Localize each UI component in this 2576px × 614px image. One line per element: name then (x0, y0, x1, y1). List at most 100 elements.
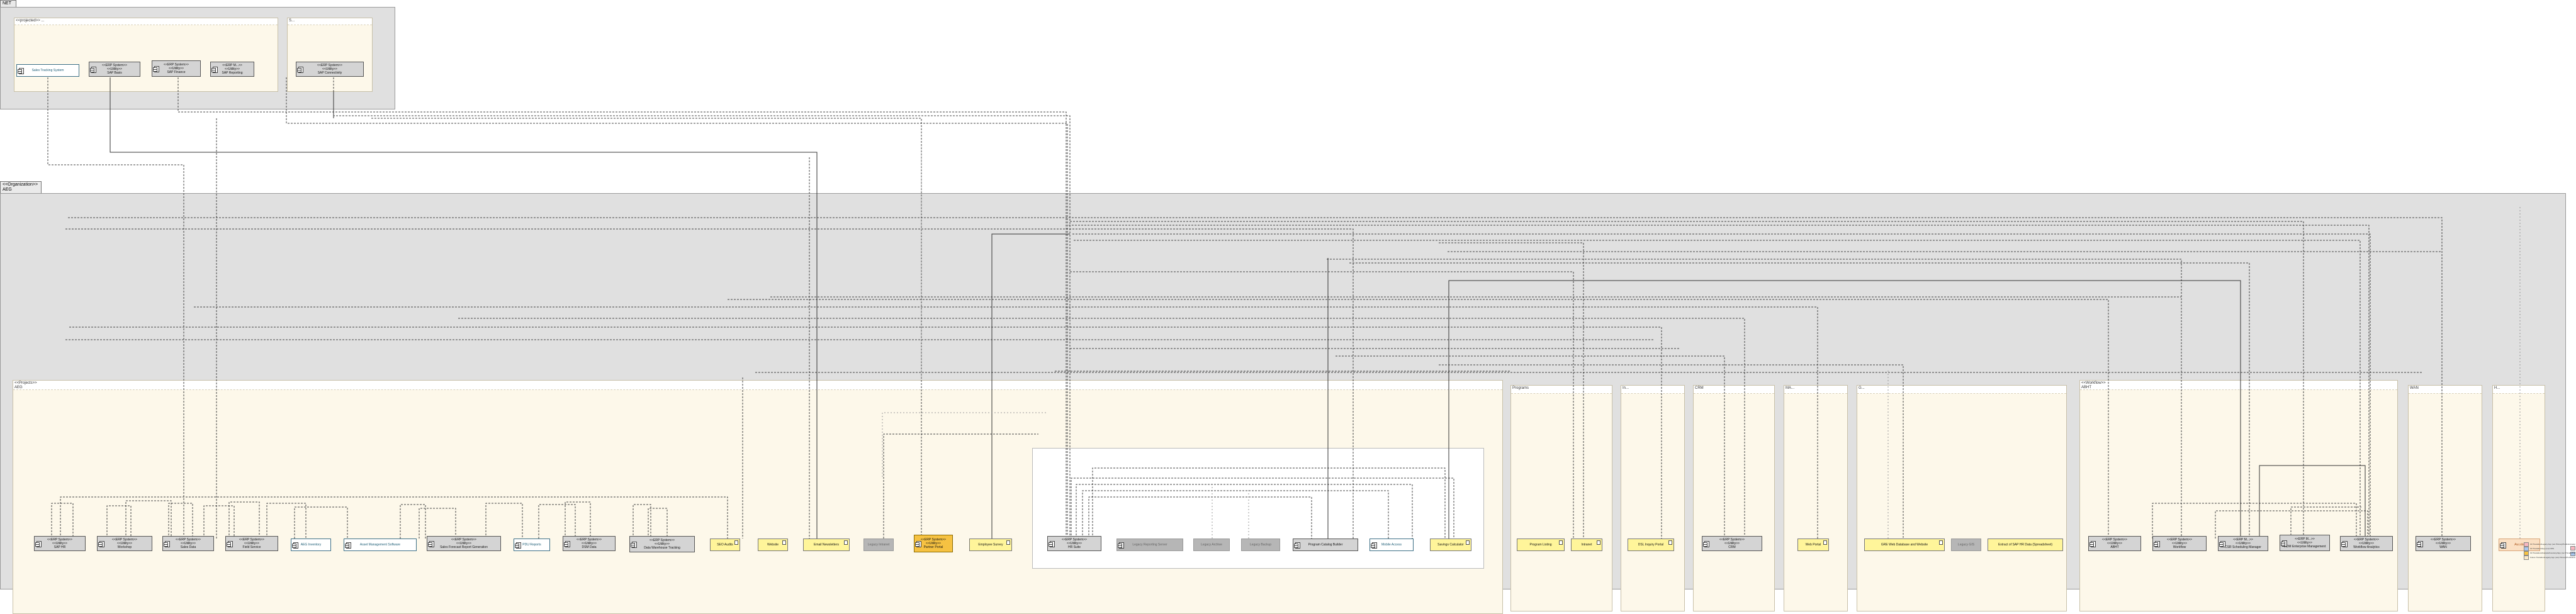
component-intranet[interactable]: Intranet (1571, 539, 1602, 551)
legend-label: Future Transition/Legacy App (not) Prima… (2530, 556, 2575, 559)
component-dsl-inquiry[interactable]: DSL Inquiry Portal (1628, 539, 1674, 551)
component-sap-reporting[interactable]: <<ERP M...>> <<Utility>> SAP Reporting (210, 62, 254, 77)
legend-swatch-oil-legacy (2524, 542, 2529, 547)
component-website[interactable]: Website (758, 539, 788, 551)
component-partner-portal[interactable]: <<ERP System>> <<Utility>> Partner Porta… (914, 535, 953, 552)
legend-swatch-blue (2570, 552, 2575, 556)
legend-swatch-pink (2570, 546, 2575, 550)
component-hr-suite[interactable]: <<ERP System>> <<Utility>> HR Suite (1047, 536, 1101, 551)
legend-swatch-oil-analysis (2524, 550, 2529, 555)
component-icon (2219, 541, 2225, 547)
legend-final: Oil Transition/Legacy App (not Primary/P… (2524, 542, 2575, 560)
component-web-portal[interactable]: Web Portal (1797, 539, 1829, 551)
package-label: CRM (1695, 386, 1704, 390)
component-icon (1703, 541, 1709, 547)
component-mobile-access[interactable]: Mobile Access (1370, 539, 1414, 551)
component-sales-forecast[interactable]: <<ERP System>> <<Utility>> Sales Forecas… (427, 536, 501, 551)
component-icon (90, 67, 96, 73)
package-label: <<Projects>> AEG (14, 381, 37, 389)
legend-label: Oil Transition/App (not) CRS (2530, 547, 2554, 550)
document-icon (734, 540, 738, 545)
component-legacy-gis[interactable]: Legacy GIS (1951, 539, 1981, 551)
component-field-service[interactable]: <<ERP System>> <<Utility>> Field Service (225, 536, 278, 551)
component-workflow-analytics[interactable]: <<ERP System>> <<Utility>> Workflow Anal… (2340, 536, 2393, 551)
component-icon (2154, 541, 2160, 547)
package-label: MA... (1786, 386, 1795, 390)
component-sap-finance[interactable]: <<ERP System>> <<Utility>> SAP Finance (152, 60, 201, 77)
package-label: G... (1859, 386, 1865, 390)
package-label: <<projected>> ... (16, 19, 45, 23)
component-icon (2417, 541, 2423, 547)
component-employee-survey[interactable]: Employee Survey (969, 539, 1012, 551)
component-icon (292, 542, 298, 549)
package-label: S... (289, 19, 295, 23)
component-workflow[interactable]: <<ERP System>> <<Utility>> Workflow (2152, 536, 2207, 551)
component-sales-tracking[interactable]: Sales Tracking System (16, 64, 79, 77)
component-icon (1118, 542, 1124, 549)
component-legacy-backup[interactable]: Legacy Backup (1241, 539, 1280, 551)
component-email-newsletters[interactable]: Email Newsletters (803, 539, 850, 551)
component-dsm-data[interactable]: <<ERP System>> <<Utility>> DSM Data (563, 536, 616, 551)
component-icon (564, 541, 570, 547)
component-icon (211, 67, 218, 73)
component-program-catalog[interactable]: Program Catalog Builder (1293, 539, 1358, 551)
component-legacy-archive[interactable]: Legacy Archive (1193, 539, 1230, 551)
component-icon (1049, 541, 1055, 547)
component-icon (2500, 542, 2506, 549)
component-data-warehouse[interactable]: <<ERP System>> <<Utility>> Data Warehous… (629, 536, 695, 552)
component-icon (297, 67, 303, 73)
component-sales-data[interactable]: <<ERP System>> <<Utility>> Sales Data (162, 536, 214, 551)
component-aw-site[interactable]: Aw.site (2499, 539, 2540, 551)
document-icon (1939, 540, 1943, 545)
document-icon (1006, 540, 1010, 545)
component-icon (18, 68, 24, 74)
package-s: S... (287, 18, 373, 92)
component-icon (2089, 541, 2096, 547)
legend-swatch-future-legacy (2524, 555, 2529, 560)
component-sap-basis[interactable]: <<ERP System>> <<Utility>> SAP Basis (89, 62, 140, 77)
document-icon (1597, 540, 1600, 545)
component-sap-hr[interactable]: <<ERP System>> <<Utility>> SAP HR (34, 536, 86, 551)
component-icon (631, 542, 637, 548)
package-label: <<Workflow>> ABHT (2081, 381, 2106, 389)
component-icon (428, 541, 434, 547)
component-sap-connectivity[interactable]: <<ERP System>> <<Utility>> SAP Connectiv… (296, 62, 364, 77)
component-icon (2341, 541, 2348, 547)
component-icon (153, 66, 159, 72)
component-icon (915, 541, 921, 547)
document-icon (844, 540, 848, 545)
document-icon (782, 540, 786, 545)
package-label: Programs (1512, 386, 1529, 390)
component-icon (515, 542, 521, 549)
component-legacy-intranet[interactable]: Legacy Intranet (863, 539, 894, 551)
component-wan[interactable]: <<ERP System>> <<Utility>> WAN (2416, 536, 2471, 551)
package-label: In... (1623, 386, 1629, 390)
component-asset-management[interactable]: Asset Management Software (344, 539, 417, 551)
component-gre-web-database[interactable]: GRE Web Database and Website (1864, 539, 1945, 551)
legend-label: Oil Transition/Legacy App (not Primary/P… (2530, 543, 2575, 545)
component-pdu-reports[interactable]: PDU Reports (514, 539, 550, 551)
component-aeg-inventory[interactable]: AEG Inventory (291, 539, 331, 551)
component-mdm-enterprise[interactable]: <<ERP M...>> <<Utility>> MDM Enterprise … (2280, 535, 2330, 551)
component-sap-hr-extract[interactable]: Extract of SAP HR Data (Spreadsheet) (1988, 539, 2063, 551)
component-icon (227, 541, 233, 547)
document-icon (1466, 540, 1470, 545)
component-abht[interactable]: <<ERP System>> <<Utility>> ABHT (2088, 536, 2141, 551)
component-icon (1294, 542, 1300, 549)
component-legacy-reporting[interactable]: Legacy Reporting Server (1116, 539, 1183, 551)
component-icon (98, 541, 104, 547)
package-projected: <<projected>> ... (14, 18, 278, 92)
component-icon (35, 541, 42, 547)
document-icon (1668, 540, 1672, 545)
component-csr-scheduling[interactable]: <<ERP M...>> <<Utility>> CSR Scheduling … (2218, 536, 2268, 551)
component-icon (1371, 542, 1377, 549)
document-icon (1559, 540, 1563, 545)
package-label: WAN (2410, 386, 2419, 390)
document-icon (1823, 540, 1827, 545)
component-icon (164, 541, 170, 547)
component-crm[interactable]: <<ERP System>> <<Utility>> CRM (1702, 536, 1762, 551)
component-program-listing[interactable]: Program Listing (1517, 539, 1565, 551)
component-seo-audits[interactable]: SEO Audits (710, 539, 740, 551)
component-workshop[interactable]: <<ERP System>> <<Utility>> Workshop (97, 536, 152, 551)
component-savings-calculator[interactable]: Savings Calculator (1430, 539, 1471, 551)
